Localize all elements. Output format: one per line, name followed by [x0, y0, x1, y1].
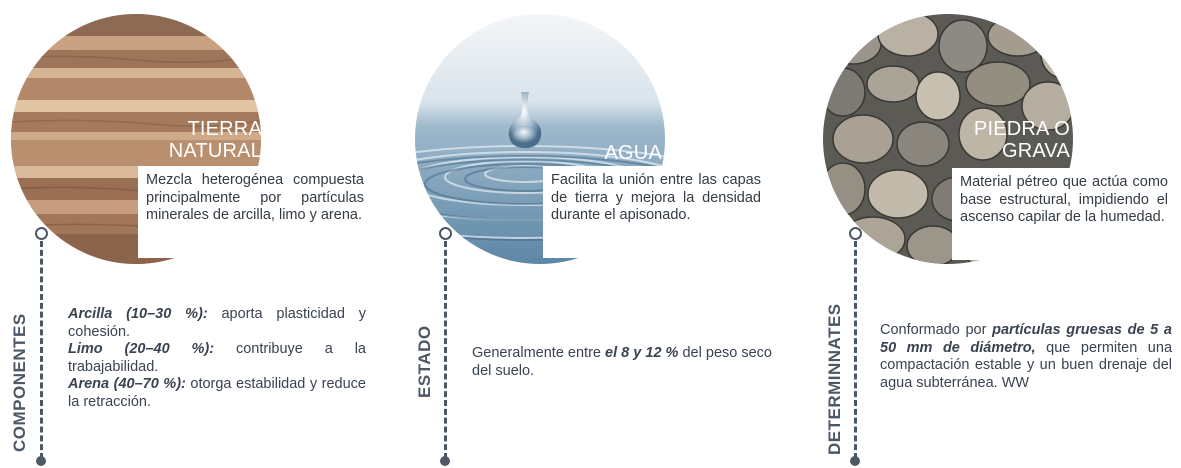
- detail-item-limo: Limo (20–40 %): contribuye a la trabajab…: [68, 341, 366, 375]
- earth-image: [11, 14, 261, 264]
- detail-item-arcilla: Arcilla (10–30 %): aporta plasticidad y …: [68, 306, 366, 340]
- vertical-label: ESTADO: [415, 325, 434, 398]
- timeline-node-icon: [35, 227, 48, 240]
- earth-title: TIERRA NATURAL: [168, 118, 262, 162]
- gravel-title: PIEDRA O GRAVA: [973, 118, 1070, 162]
- timeline-line: [40, 241, 43, 459]
- water-description: Facilita la unión entre las capas de tie…: [543, 166, 769, 258]
- timeline-line: [444, 241, 447, 459]
- earth-details: Arcilla (10–30 %): aporta plasticidad y …: [68, 306, 366, 411]
- column-tierra: TIERRA NATURAL Mezcla heterogénea compue…: [0, 0, 390, 468]
- column-agua: AGUA Facilita la unión entre las capas d…: [390, 0, 790, 468]
- vertical-label: COMPONENTES: [10, 313, 29, 452]
- timeline-node-icon: [849, 227, 862, 240]
- timeline-end-icon: [850, 456, 860, 466]
- timeline-line: [854, 241, 857, 459]
- water-details: Generalmente entre el 8 y 12 % del peso …: [472, 345, 772, 380]
- gravel-detail-text: Conformado por partículas gruesas de 5 a…: [880, 322, 1173, 391]
- detail-item-arena: Arena (40–70 %): otorga estabilidad y re…: [68, 376, 366, 410]
- water-detail-text: Generalmente entre el 8 y 12 % del peso …: [472, 345, 773, 379]
- gravel-details: Conformado por partículas gruesas de 5 a…: [880, 322, 1172, 392]
- timeline-end-icon: [440, 456, 450, 466]
- vertical-label: DETERMINNATES: [825, 303, 844, 455]
- gravel-description: Material pétreo que actúa como base estr…: [952, 168, 1176, 260]
- timeline-end-icon: [36, 456, 46, 466]
- timeline-node-icon: [439, 227, 452, 240]
- column-grava: PIEDRA O GRAVA Material pétreo que actúa…: [790, 0, 1181, 468]
- water-title: AGUA: [604, 142, 662, 164]
- earth-description: Mezcla heterogénea compuesta principalme…: [138, 166, 372, 258]
